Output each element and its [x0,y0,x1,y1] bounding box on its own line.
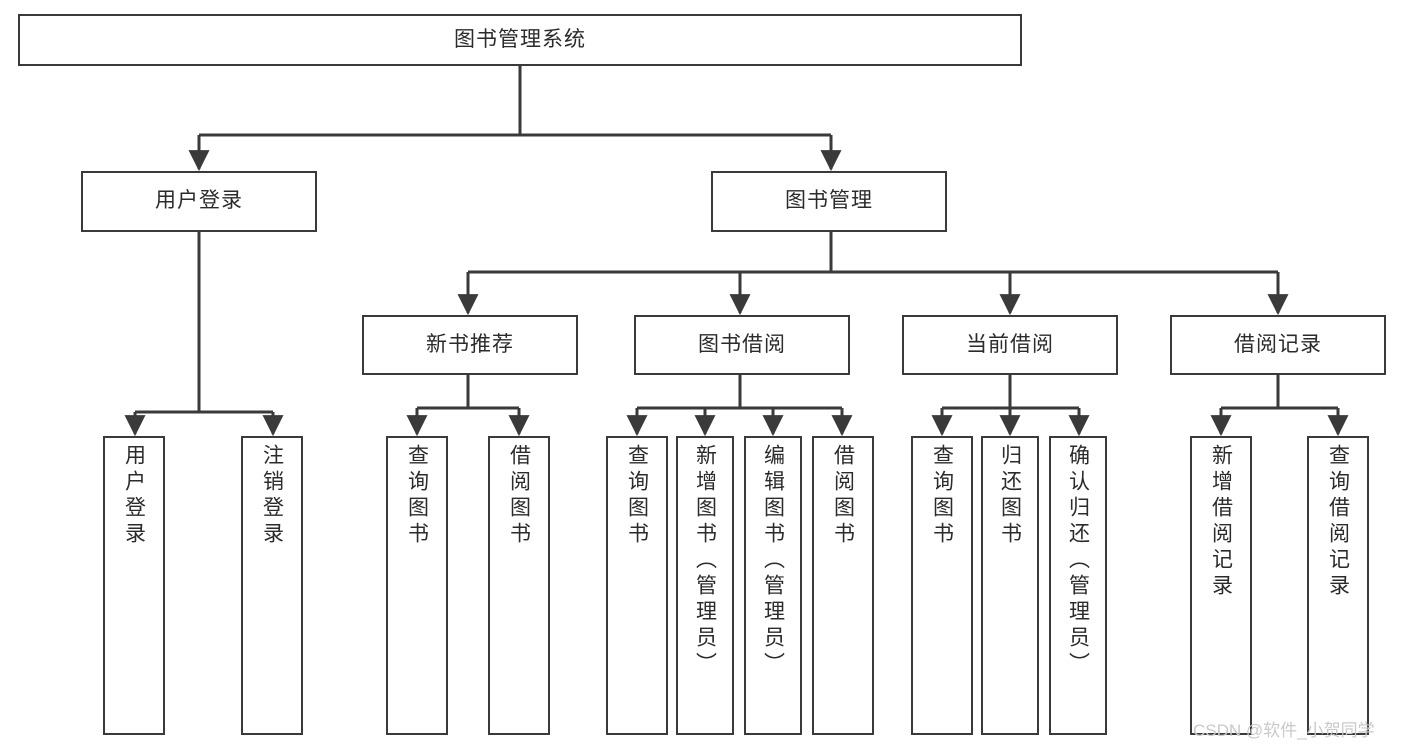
node-user-login-module[interactable]: 用户登录 [81,171,317,232]
node-label: 查询图书 [625,444,649,548]
leaf-query-book-recommend[interactable]: 查询图书 [386,436,448,735]
node-book-management-module[interactable]: 图书管理 [711,171,947,232]
node-label: 查询借阅记录 [1326,444,1350,600]
node-label: 新书推荐 [426,332,514,356]
node-book-borrow[interactable]: 图书借阅 [634,315,850,375]
node-label: 新增图书（管理员） [693,444,717,678]
leaf-confirm-return-admin[interactable]: 确认归还（管理员） [1049,436,1107,735]
leaf-query-book-borrow[interactable]: 查询图书 [606,436,668,735]
leaf-query-book-current[interactable]: 查询图书 [911,436,973,735]
node-label: 查询图书 [930,444,954,548]
node-label: 查询图书 [405,444,429,548]
node-label: 用户登录 [122,444,146,548]
node-label: 注销登录 [260,444,284,548]
node-label: 图书管理系统 [454,27,586,51]
node-label: 借阅图书 [507,444,531,548]
leaf-add-borrow-record[interactable]: 新增借阅记录 [1190,436,1252,735]
node-label: 新增借阅记录 [1209,444,1233,600]
node-label: 图书管理 [785,189,873,213]
node-new-book-recommendation[interactable]: 新书推荐 [362,315,578,375]
node-label: 借阅记录 [1234,332,1322,356]
node-label: 归还图书 [998,444,1022,548]
node-label: 编辑图书（管理员） [761,444,785,678]
leaf-add-book-admin[interactable]: 新增图书（管理员） [676,436,734,735]
leaf-return-book[interactable]: 归还图书 [981,436,1039,735]
node-label: 用户登录 [155,189,243,213]
leaf-user-login[interactable]: 用户登录 [103,436,165,735]
leaf-edit-book-admin[interactable]: 编辑图书（管理员） [744,436,802,735]
node-label: 借阅图书 [831,444,855,548]
node-label: 图书借阅 [698,332,786,356]
node-borrow-records[interactable]: 借阅记录 [1170,315,1386,375]
node-label: 当前借阅 [966,332,1054,356]
leaf-borrow-book-recommend[interactable]: 借阅图书 [488,436,550,735]
leaf-borrow-book[interactable]: 借阅图书 [812,436,874,735]
leaf-query-borrow-record[interactable]: 查询借阅记录 [1307,436,1369,735]
node-current-borrow[interactable]: 当前借阅 [902,315,1118,375]
node-label: 确认归还（管理员） [1066,444,1090,678]
leaf-logout[interactable]: 注销登录 [241,436,303,735]
watermark-csdn: CSDN @软件_小贺同学 [1193,721,1375,740]
node-root-system[interactable]: 图书管理系统 [18,14,1022,66]
